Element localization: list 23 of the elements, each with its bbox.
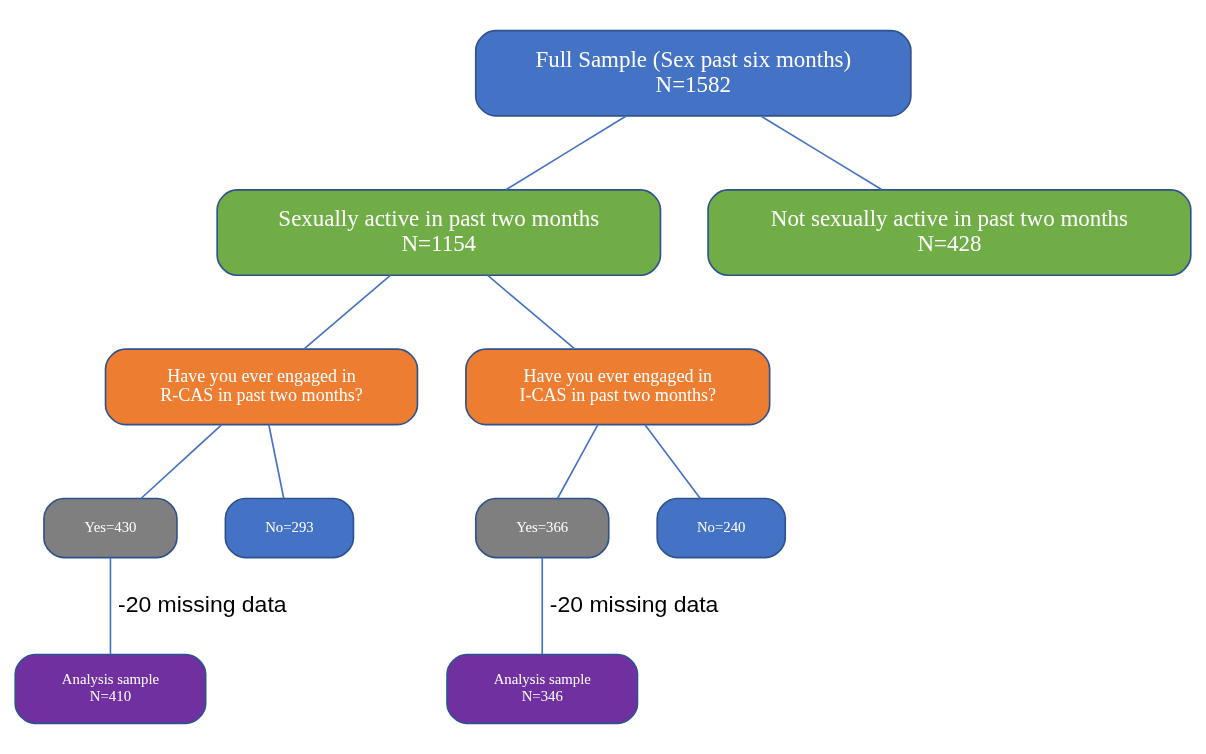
node-box: Have you ever engaged in R-CAS in past two months? [104,348,419,426]
edge-label: -20 missing data [118,591,287,618]
node-box: Full Sample (Sex past six months) N=1582 [474,29,912,117]
connector [140,423,223,500]
connector [268,423,285,500]
node-box: Analysis sample N=410 [14,653,207,725]
connector [760,115,883,191]
connector [556,423,599,500]
connector [486,274,576,350]
node-box: Yes=366 [474,497,610,559]
node-box: Have you ever engaged in I-CAS in past two months? [465,348,771,426]
node-box: Not sexually active in past two months N=428 [707,189,1192,276]
node-box: No=293 [224,497,355,559]
node-box: No=240 [656,497,787,559]
node-box: Analysis sample N=346 [446,653,639,725]
connector [303,274,392,350]
connector [505,115,627,191]
connector [109,557,112,656]
connector [644,423,701,500]
edge-label: -20 missing data [549,591,719,618]
node-box: Yes=430 [43,497,178,559]
node-box: Sexually active in past two months N=1154 [216,189,662,276]
connector [541,557,544,656]
